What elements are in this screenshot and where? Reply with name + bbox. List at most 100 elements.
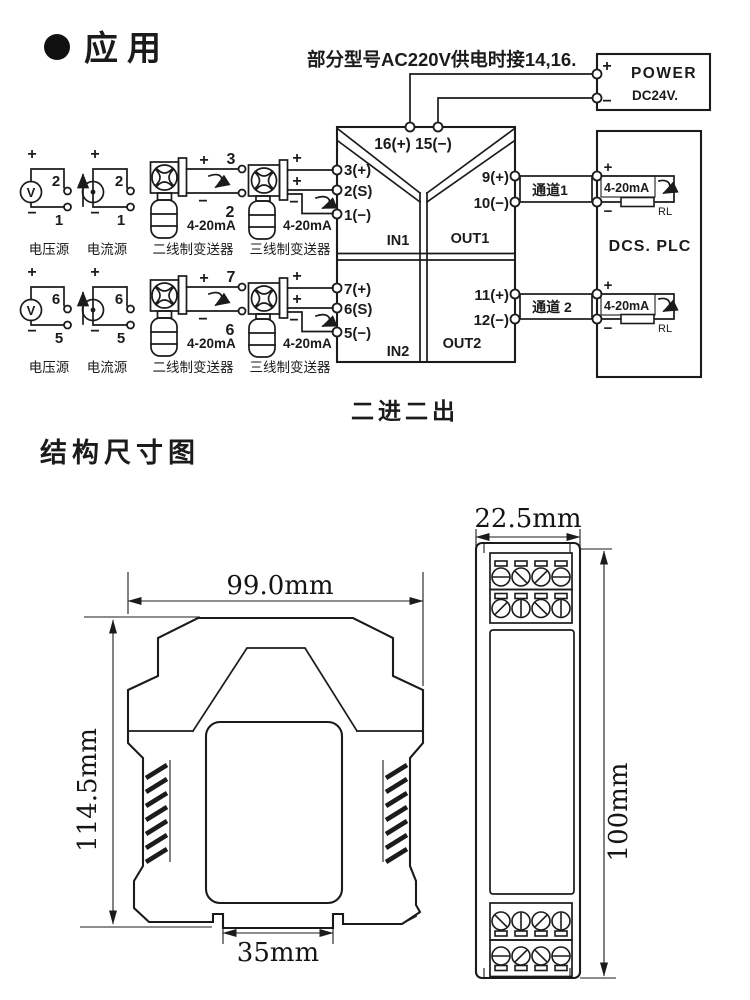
wire-terminal-number: 2	[226, 204, 235, 221]
current-source-caption: 电流源	[87, 242, 128, 257]
terminal-12: 12(−)	[474, 312, 509, 329]
plus-label: +	[604, 277, 613, 294]
three-wire-caption: 三线制变送器	[250, 360, 331, 375]
plus-label: +	[199, 270, 208, 287]
three-wire-transmitter-1: + + − 4-20mA 三线制变送器	[247, 150, 338, 257]
power-minus-label: −	[602, 93, 611, 110]
dcs-plc-box: DCS. PLC 4-20mA + − RL 4-20mA + − RL	[591, 129, 703, 379]
plus-label: +	[292, 268, 301, 285]
terminal-number: 2	[115, 173, 123, 190]
isolator-block: 16(+) 15(−) 3(+) 2(S) 1(−) IN1 9(+) 10(−…	[331, 121, 521, 364]
side-view-drawing	[474, 541, 582, 980]
dim-rail: 35mm	[237, 938, 319, 968]
voltage-source-caption: 电压源	[29, 360, 70, 375]
loop-arrow-icon	[207, 291, 231, 307]
plus-label: +	[90, 146, 99, 163]
plus-label: +	[292, 291, 301, 308]
minus-label: −	[289, 312, 298, 329]
power-supply-box: POWER DC24V. + −	[595, 52, 712, 112]
power-plus-label: +	[602, 58, 611, 75]
wire-terminal-number: 6	[226, 322, 235, 339]
diagram-caption: 二进二出	[351, 398, 459, 424]
terminal-screws-bottom	[491, 911, 571, 972]
side-panel	[489, 629, 575, 895]
side-view-dimensions: 22.5mm 100mm	[474, 504, 634, 979]
terminal-7: 7(+)	[344, 281, 371, 298]
in1-label: IN1	[387, 233, 410, 249]
loop-arrow-icon	[657, 179, 679, 195]
load-label: RL	[658, 206, 672, 218]
power-note: 部分型号AC220V供电时接14,16.	[307, 49, 576, 70]
plus-label: +	[27, 264, 36, 281]
minus-label: −	[27, 205, 36, 222]
loop-arrow-icon	[314, 195, 338, 210]
terminal-number: 5	[117, 330, 125, 347]
front-view-dimensions: 99.0mm 114.5mm 35mm	[73, 571, 424, 968]
loop-arrow-icon	[314, 313, 338, 328]
plus-label: +	[27, 146, 36, 163]
plus-label: +	[604, 159, 613, 176]
current-source-1: + − 2 1 电流源	[76, 146, 135, 257]
front-window	[204, 720, 344, 905]
plus-label: +	[292, 150, 301, 167]
two-wire-caption: 二线制变送器	[153, 360, 234, 375]
loop-arrow-icon	[657, 297, 679, 313]
rail-clip-notch	[401, 915, 418, 925]
two-wire-transmitter-1: + 3 − 2 4-20mA 二线制变送器	[149, 151, 247, 257]
terminal-screws-top	[491, 560, 571, 619]
load-label: RL	[658, 323, 672, 335]
three-wire-caption: 三线制变送器	[250, 242, 331, 257]
plus-label: +	[292, 173, 301, 190]
voltage-source-1: V + − 2 1 电压源	[19, 146, 72, 257]
front-view-drawing	[126, 616, 425, 930]
current-source-caption: 电流源	[87, 360, 128, 375]
plus-label: +	[90, 264, 99, 281]
two-wire-caption: 二线制变送器	[153, 242, 234, 257]
power-voltage: DC24V.	[632, 88, 678, 103]
wire-terminal-number: 3	[227, 151, 236, 168]
voltage-source-symbol: V	[27, 303, 36, 318]
channel-2-label: 通道 2	[532, 299, 572, 315]
signal-range-label: 4-20mA	[283, 218, 332, 233]
loop-signal-label: 4-20mA	[604, 181, 649, 195]
dim-width: 99.0mm	[226, 571, 333, 601]
minus-label: −	[27, 323, 36, 340]
voltage-source-symbol: V	[27, 185, 36, 200]
minus-label: −	[604, 203, 613, 220]
minus-label: −	[289, 194, 298, 211]
terminal-10: 10(−)	[474, 195, 509, 212]
channel-1-label: 通道1	[532, 182, 568, 198]
voltage-source-2: V + − 6 5 电压源	[19, 264, 72, 375]
wire-terminal-number: 7	[227, 269, 236, 286]
signal-range-label: 4-20mA	[283, 336, 332, 351]
minus-label: −	[90, 323, 99, 340]
terminal-number: 6	[115, 291, 123, 308]
grip-hatch-right	[384, 763, 409, 864]
minus-label: −	[604, 320, 613, 337]
minus-label: −	[198, 193, 207, 210]
out2-label: OUT2	[443, 336, 482, 352]
loop-arrow-icon	[207, 173, 231, 189]
current-source-2: + − 6 5 电流源	[76, 264, 135, 375]
dim-body-height: 100mm	[604, 763, 634, 862]
terminal-number: 6	[52, 291, 60, 308]
terminal-2: 2(S)	[344, 183, 372, 200]
section-title-application: 应用	[84, 30, 170, 68]
section-title-structure: 结构尺寸图	[40, 438, 200, 468]
minus-label: −	[198, 311, 207, 328]
structure-section: 结构尺寸图 99.0mm 114.5mm	[40, 438, 634, 980]
dcs-plc-label: DCS. PLC	[609, 238, 692, 255]
terminal-number: 2	[52, 173, 60, 190]
out1-label: OUT1	[451, 231, 490, 247]
three-wire-transmitter-2: + + − 4-20mA 三线制变送器	[247, 268, 338, 375]
terminal-6: 6(S)	[344, 301, 372, 318]
terminal-number: 5	[55, 330, 63, 347]
application-section: 应用 部分型号AC220V供电时接14,16. POWER DC24V. + −…	[19, 30, 712, 424]
signal-range-label: 4-20mA	[187, 218, 236, 233]
loop-signal-label: 4-20mA	[604, 299, 649, 313]
terminal-5: 5(−)	[344, 325, 371, 342]
load-resistor	[620, 313, 655, 325]
load-resistor	[620, 196, 655, 208]
dim-depth: 22.5mm	[474, 504, 581, 534]
